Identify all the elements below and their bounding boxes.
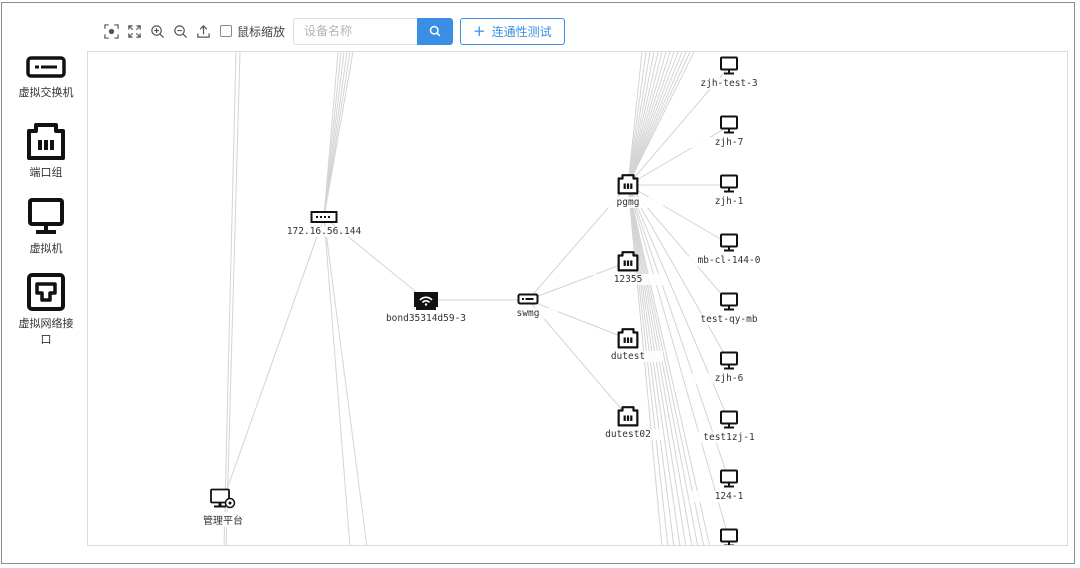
palette-label: 虚拟网络接口 <box>18 317 74 346</box>
focus-icon[interactable] <box>102 22 120 40</box>
node-label: 管理平台 <box>193 512 253 527</box>
node-label: zjh-test-3 <box>689 78 769 89</box>
palette-item-port-group[interactable]: 端口组 <box>6 121 86 181</box>
virtual-machine-icon <box>720 56 738 75</box>
vm-node[interactable]: zjh-6 <box>689 351 769 384</box>
palette-item-virtual-switch[interactable]: 虚拟交换机 <box>6 53 86 101</box>
port-group-icon <box>27 123 65 160</box>
node-label: dutest02 <box>593 429 663 440</box>
virtual-machine-icon <box>720 469 738 488</box>
device-search-input[interactable] <box>293 17 418 45</box>
switch-node[interactable]: swmg <box>498 292 558 319</box>
search-icon <box>429 25 441 37</box>
node-label: 172.16.56.144 <box>274 226 374 237</box>
host-switch-icon <box>310 211 338 223</box>
host-node[interactable]: 172.16.56.144 <box>274 210 374 237</box>
vm-node[interactable]: zjh-test-3 <box>689 56 769 89</box>
virtual-switch-icon <box>517 293 539 305</box>
vm-node[interactable]: test1zj-1 <box>689 410 769 443</box>
node-label: pgmg <box>593 197 663 208</box>
upload-icon[interactable] <box>194 22 212 40</box>
virtual-nic-icon <box>27 273 65 311</box>
virtual-machine-icon <box>720 292 738 311</box>
node-label: 124-1 <box>689 491 769 502</box>
node-label: test1zj-1 <box>689 432 769 443</box>
vm-node[interactable]: zjh-1 <box>689 174 769 207</box>
port-group-icon <box>617 328 639 349</box>
zoom-out-icon[interactable] <box>171 22 189 40</box>
bond-node[interactable]: bond35314d59-3 <box>376 289 476 324</box>
mouse-zoom-checkbox[interactable] <box>220 25 232 37</box>
mouse-zoom-label: 鼠标缩放 <box>237 24 286 39</box>
node-label: swmg <box>498 308 558 319</box>
connectivity-test-label: 连通性测试 <box>491 24 552 39</box>
port-group-node[interactable]: dutest <box>593 327 663 362</box>
palette-label: 端口组 <box>29 166 63 179</box>
vm-node[interactable]: 124-1 <box>689 469 769 502</box>
topology-canvas[interactable]: 172.16.56.144 bond35314d59-3 swmg <box>87 51 1068 546</box>
zoom-in-icon[interactable] <box>148 22 166 40</box>
management-platform-node[interactable]: 管理平台 <box>193 488 253 527</box>
port-group-node[interactable]: pgmg <box>593 173 663 208</box>
node-label: mb-cl-144-0 <box>689 255 769 266</box>
vm-node[interactable]: mb-cl-144-0 <box>689 233 769 266</box>
bond-nic-icon <box>414 292 438 310</box>
topology-links <box>223 52 730 545</box>
plus-icon: + <box>473 21 486 40</box>
node-label: zjh-6 <box>689 373 769 384</box>
vm-node[interactable] <box>689 528 769 545</box>
palette-item-virtual-nic[interactable]: 虚拟网络接口 <box>6 272 86 348</box>
management-platform-icon <box>210 488 236 509</box>
virtual-switch-icon <box>26 56 66 78</box>
search-button[interactable] <box>417 17 454 45</box>
palette-label: 虚拟交换机 <box>18 86 74 99</box>
toolbar: 鼠标缩放 + 连通性测试 <box>102 17 565 45</box>
virtual-machine-icon <box>28 198 64 234</box>
virtual-machine-icon <box>720 174 738 193</box>
node-label: zjh-7 <box>689 137 769 148</box>
virtual-machine-icon <box>720 351 738 370</box>
node-label: zjh-1 <box>689 196 769 207</box>
vm-node[interactable]: zjh-7 <box>689 115 769 148</box>
palette-item-virtual-machine[interactable]: 虚拟机 <box>6 197 86 257</box>
virtual-machine-icon <box>720 528 738 545</box>
fullscreen-icon[interactable] <box>125 22 143 40</box>
node-label: bond35314d59-3 <box>376 313 476 324</box>
port-group-icon <box>617 406 639 427</box>
palette-label: 虚拟机 <box>29 242 63 255</box>
virtual-machine-icon <box>720 115 738 134</box>
virtual-machine-icon <box>720 233 738 252</box>
virtual-machine-icon <box>720 410 738 429</box>
port-group-node[interactable]: dutest02 <box>593 405 663 440</box>
vm-node[interactable]: test-qy-mb <box>689 292 769 325</box>
connectivity-test-button[interactable]: + 连通性测试 <box>460 17 565 45</box>
node-label: 12355 <box>593 274 663 285</box>
node-label: dutest <box>593 351 663 362</box>
port-group-icon <box>617 174 639 195</box>
port-group-node[interactable]: 12355 <box>593 250 663 285</box>
port-group-icon <box>617 251 639 272</box>
node-label: test-qy-mb <box>689 314 769 325</box>
